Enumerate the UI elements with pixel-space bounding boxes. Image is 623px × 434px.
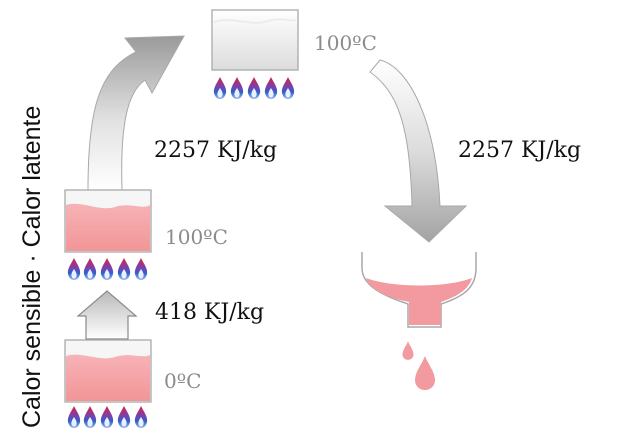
flame-icon	[117, 258, 131, 280]
condensation-arrow	[369, 59, 468, 243]
temperature-boiling: 100ºC	[165, 225, 228, 249]
energy-vaporization: 2257 KJ/kg	[154, 138, 277, 163]
flame-icon	[134, 258, 148, 280]
container-cold-water	[64, 339, 152, 403]
flame-icon	[83, 258, 97, 280]
burner-boiling	[67, 258, 148, 280]
temperature-steam: 100ºC	[314, 31, 377, 55]
container-steam	[211, 9, 299, 71]
flame-icon	[264, 77, 278, 99]
flame-icon	[67, 406, 81, 428]
flame-icon	[247, 77, 261, 99]
droplet-icon	[402, 341, 414, 360]
temperature-start: 0ºC	[164, 369, 201, 393]
flame-icon	[100, 258, 114, 280]
flame-icon	[230, 77, 244, 99]
flame-icon	[281, 77, 295, 99]
condenser-funnel	[361, 252, 477, 328]
flame-icon	[117, 406, 131, 428]
burner-steam	[213, 77, 295, 99]
container-boiling-water	[64, 189, 152, 253]
flame-icon	[134, 406, 148, 428]
burner-cold	[67, 406, 148, 428]
energy-condensation: 2257 KJ/kg	[458, 138, 581, 163]
droplet-icon	[415, 356, 435, 390]
side-label: Calor sensible · Calor latente	[18, 106, 46, 428]
heating-arrow	[76, 290, 138, 340]
flame-icon	[83, 406, 97, 428]
energy-sensible: 418 KJ/kg	[155, 300, 264, 325]
flame-icon	[67, 258, 81, 280]
flame-icon	[100, 406, 114, 428]
flame-icon	[213, 77, 227, 99]
vaporization-arrow	[87, 35, 185, 191]
